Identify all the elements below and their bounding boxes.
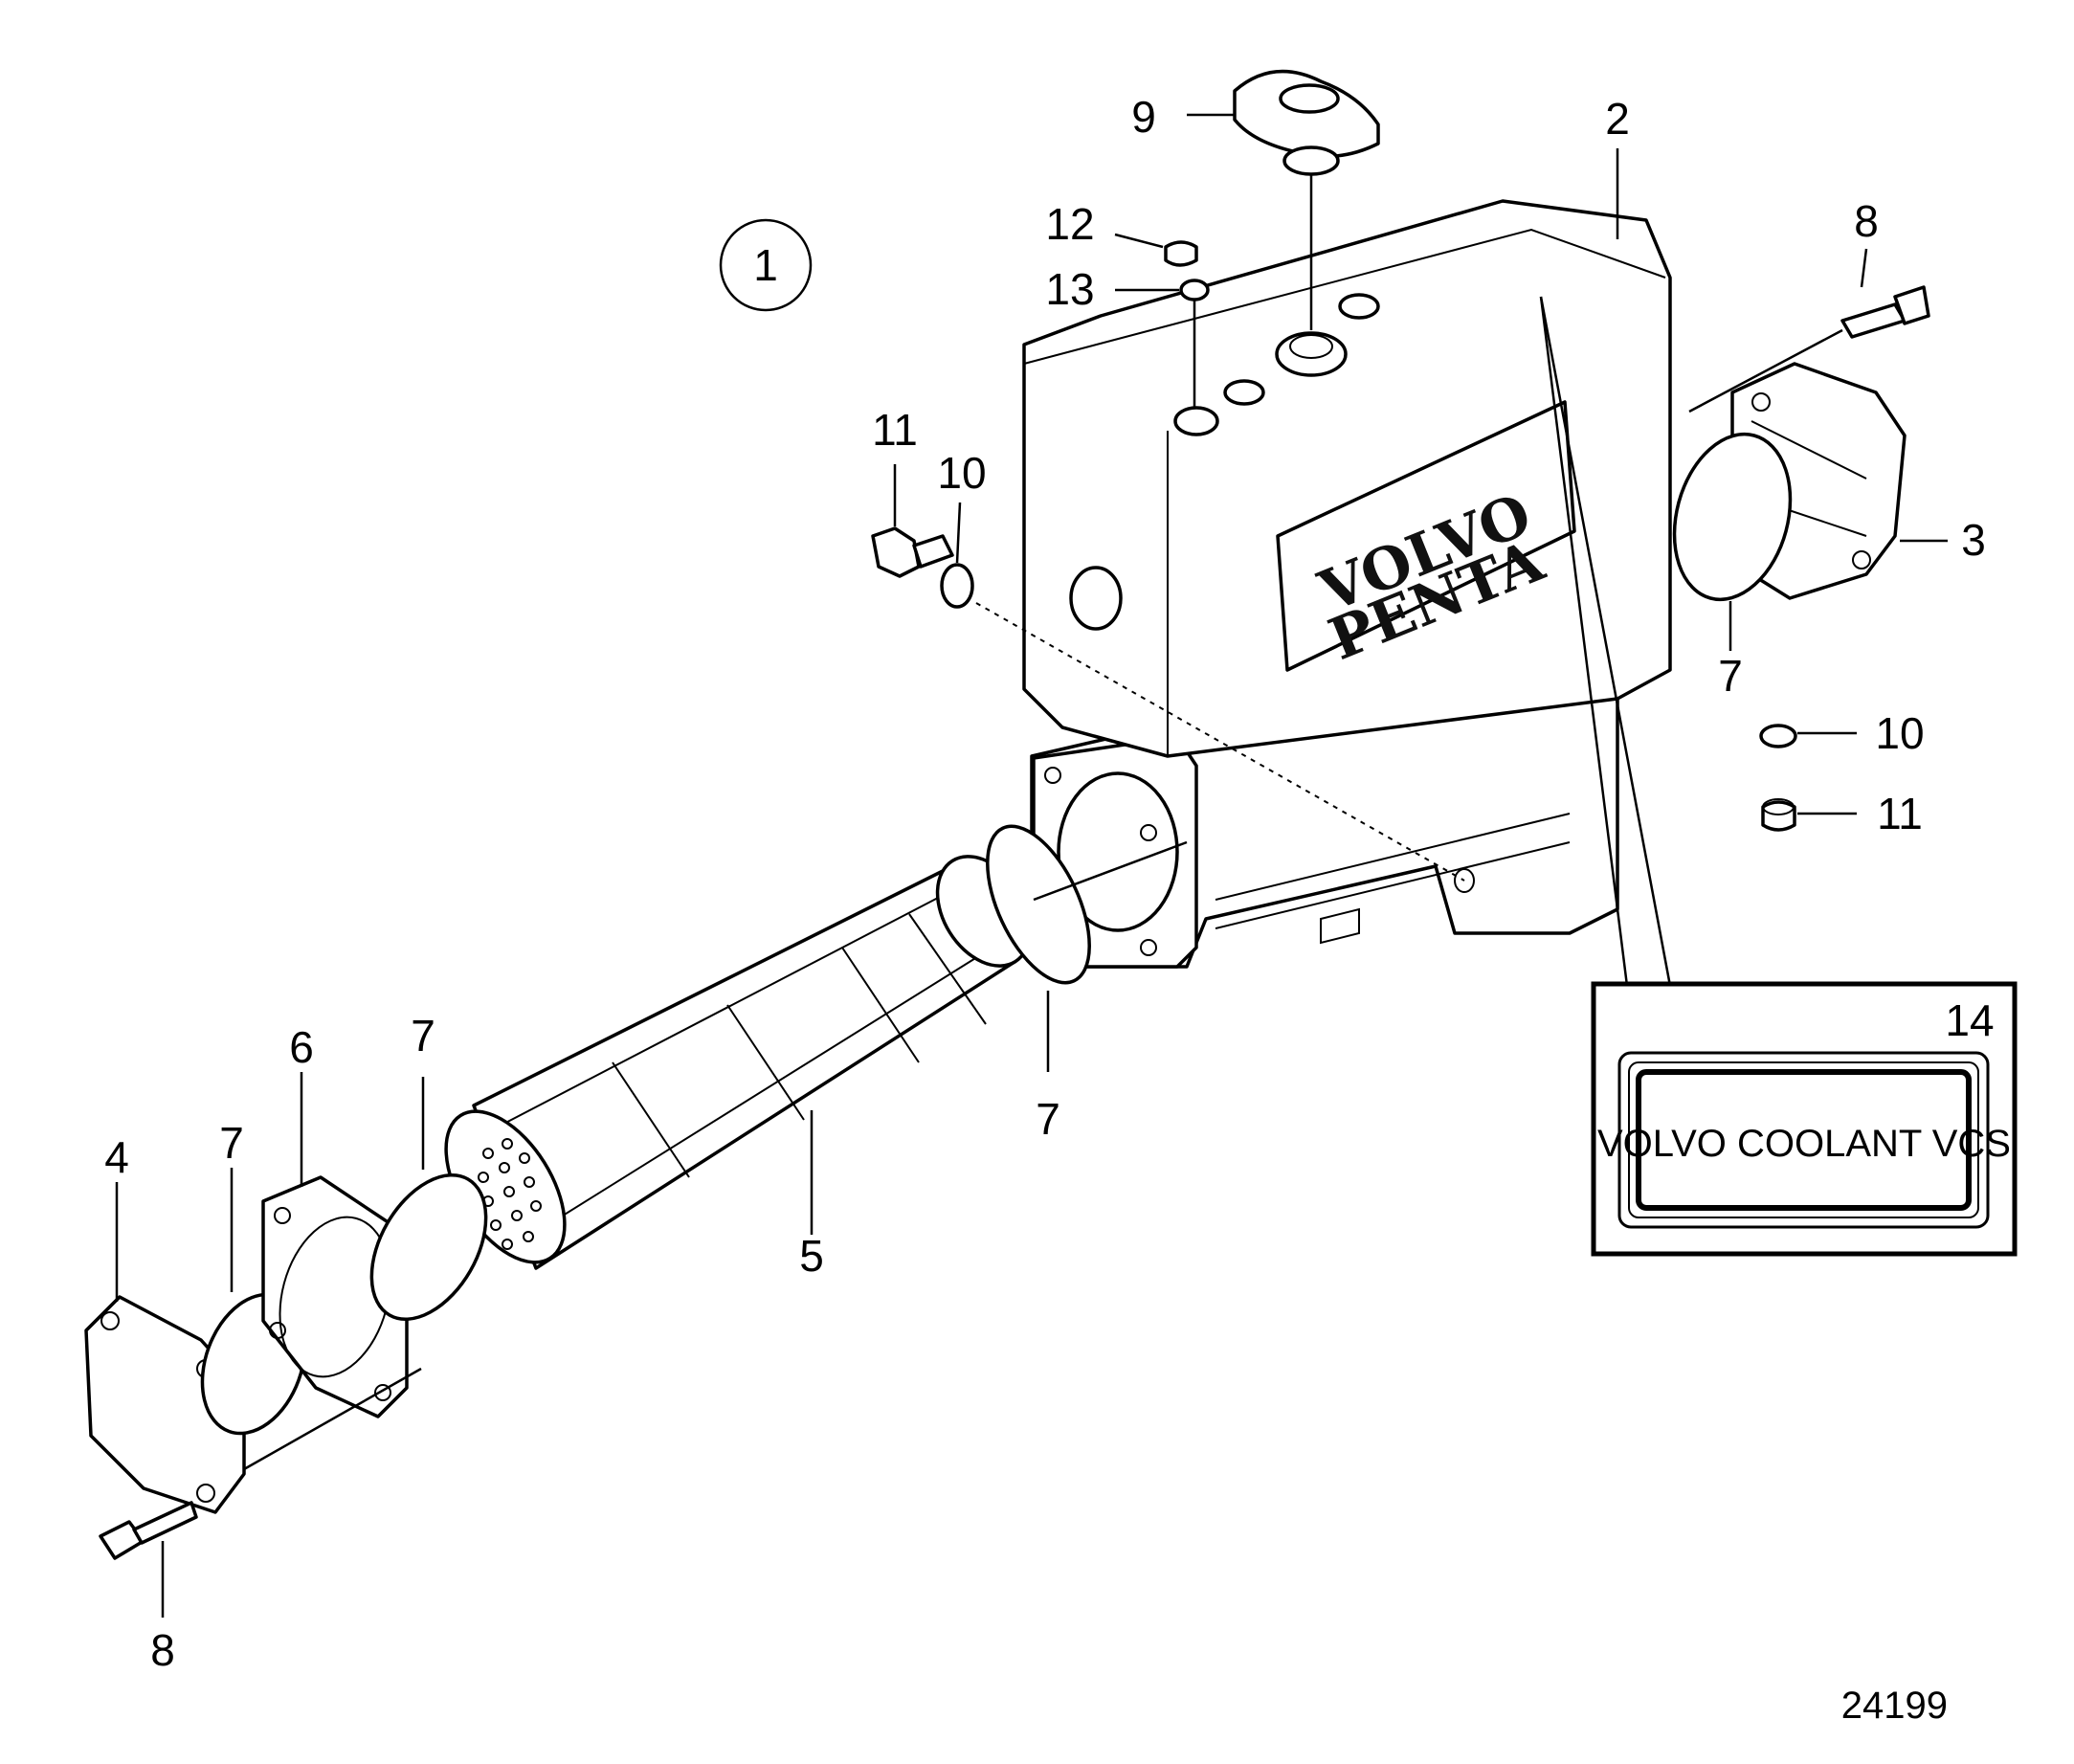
callout-9: 9 — [1131, 92, 1156, 142]
group-marker: 1 — [753, 240, 778, 290]
heat-exchanger-housing: VOLVO PENTA — [1022, 199, 1672, 969]
callout-5: 5 — [799, 1231, 824, 1281]
callout-14: 14 — [1945, 995, 1994, 1045]
o-ring-left-2 — [369, 1172, 488, 1322]
callout-3: 3 — [1961, 515, 1986, 565]
end-cover-right — [1672, 285, 1930, 602]
callout-2: 2 — [1605, 94, 1630, 144]
drain-plug-left — [871, 526, 1475, 893]
callout-12: 12 — [1045, 199, 1094, 249]
callout-7-right: 7 — [1718, 651, 1743, 701]
callout-10-right: 10 — [1875, 708, 1924, 758]
decal-inset: 14 VOLVO COOLANT VCS — [1591, 981, 2018, 1257]
callout-7-left-2: 7 — [411, 1011, 435, 1061]
tube-core — [444, 855, 1033, 1270]
callout-13: 13 — [1045, 264, 1094, 314]
callout-11-left: 11 — [872, 405, 918, 455]
callout-8-left: 8 — [150, 1625, 175, 1675]
bolt-left — [99, 1501, 198, 1560]
callout-7-left-1: 7 — [219, 1118, 244, 1168]
end-cover-left — [84, 1295, 246, 1514]
callout-10-left: 10 — [937, 448, 986, 498]
callout-11-right: 11 — [1877, 789, 1923, 838]
drain-plug-right — [1759, 724, 1797, 832]
group-marker-circle — [719, 218, 813, 312]
pressure-cap — [1233, 69, 1380, 330]
callout-7-core: 7 — [1036, 1094, 1060, 1144]
callout-6: 6 — [289, 1022, 314, 1072]
callout-8-top: 8 — [1854, 196, 1879, 246]
o-ring-core — [986, 824, 1091, 985]
leader-lines — [115, 113, 1948, 1618]
core-tube-pattern — [478, 1138, 542, 1250]
plug-and-washer-top — [1164, 240, 1210, 407]
drawing-number: 24199 — [1841, 1685, 1948, 1727]
decal-text: VOLVO COOLANT VCS — [1597, 1123, 2011, 1165]
callout-4: 4 — [104, 1132, 129, 1182]
